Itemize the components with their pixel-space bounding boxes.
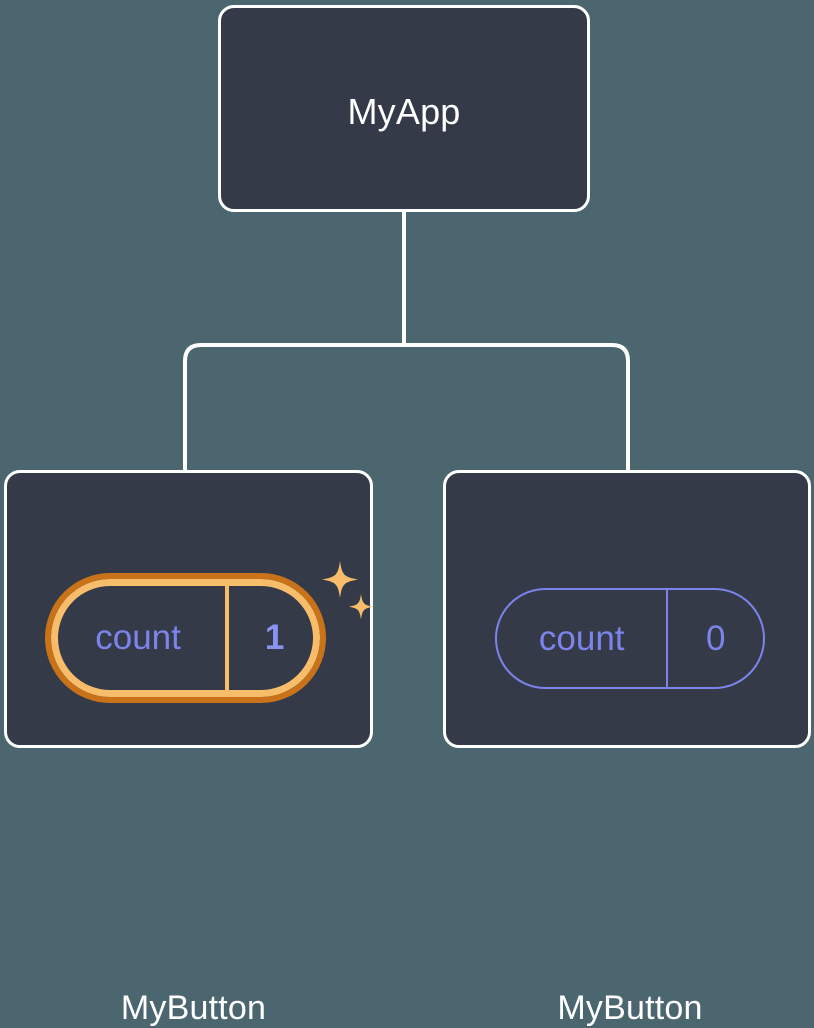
state-key-label-left: count bbox=[95, 618, 181, 657]
connector-lines bbox=[183, 212, 630, 470]
state-key-label-right: count bbox=[538, 618, 625, 658]
node-label-mybutton-right: MyButton bbox=[557, 989, 703, 1027]
component-tree-diagram: MyApp MyButton count 1 MyButton count 0 bbox=[4, 5, 811, 1027]
state-value-left: 1 bbox=[225, 579, 320, 697]
node-card-myapp[interactable]: MyApp bbox=[218, 5, 590, 212]
connector-branch-bus bbox=[183, 343, 630, 470]
node-label-myapp: MyApp bbox=[347, 91, 461, 132]
state-value-right: 0 bbox=[666, 590, 763, 687]
state-pill-count-right[interactable]: count 0 bbox=[495, 588, 765, 689]
state-pill-count-left[interactable]: count 1 bbox=[45, 573, 326, 703]
node-label-mybutton-left: MyButton bbox=[120, 989, 267, 1027]
